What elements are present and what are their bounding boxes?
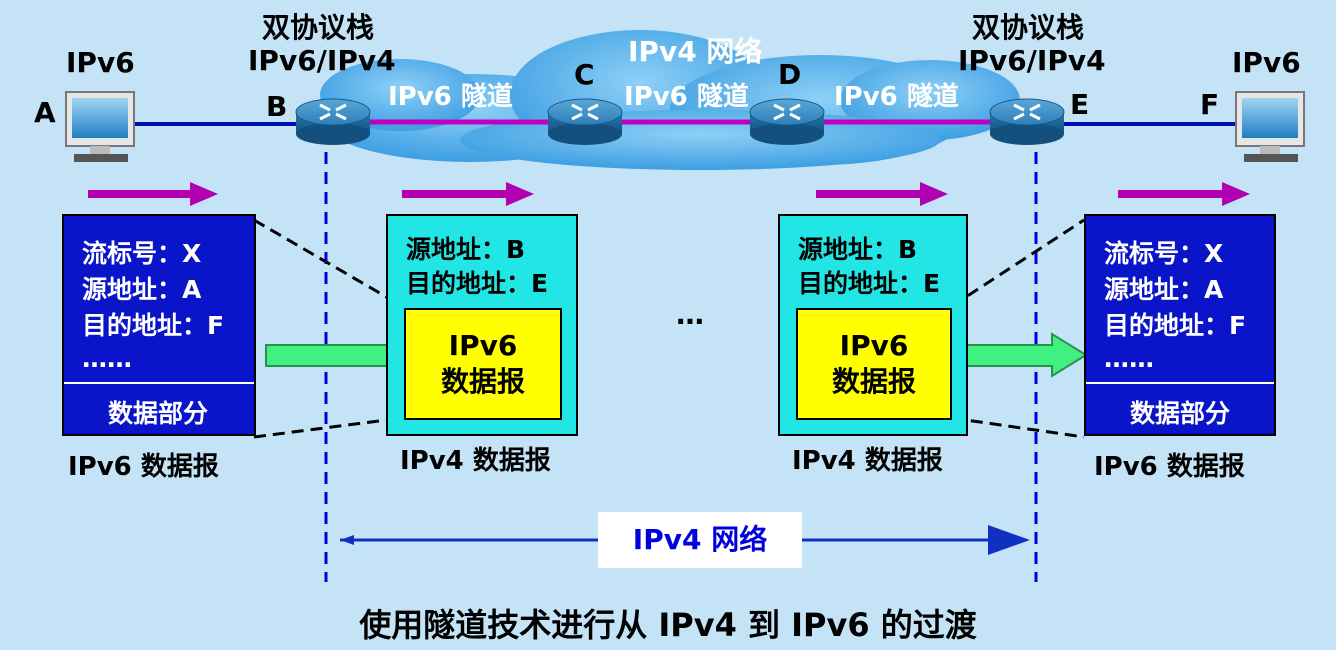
ipv4-right-payload: IPv6 数据报 <box>796 308 952 420</box>
router-icon <box>989 98 1065 145</box>
mapping-lines <box>253 218 1085 439</box>
ipv4-left-payload-line1: IPv6 <box>448 329 518 362</box>
ipv6-right-caption: IPv6 数据报 <box>1094 452 1245 482</box>
ipv4-cloud <box>320 30 1020 170</box>
router-e-subtitle: IPv6/IPv4 <box>958 44 1106 77</box>
host-right-type: IPv6 <box>1232 46 1301 79</box>
ipv6-datagram-right: 流标号：X 源地址：A 目的地址：F …… 数据部分 <box>1084 214 1276 436</box>
ipv4-left-caption: IPv4 数据报 <box>400 446 551 476</box>
ipv4-datagram-left: 源地址：B 目的地址：E IPv6 数据报 <box>386 214 578 436</box>
router-b-subtitle: IPv6/IPv4 <box>248 44 396 77</box>
router-b-title: 双协议栈 <box>262 11 375 44</box>
host-right-letter: F <box>1200 88 1220 121</box>
host-left-letter: A <box>34 96 56 129</box>
ipv4-datagram-right: 源地址：B 目的地址：E IPv6 数据报 <box>778 214 968 436</box>
ipv6-left-divider <box>64 382 254 384</box>
router-e-title: 双协议栈 <box>972 11 1085 44</box>
ipv6-right-flow-label: 流标号：X <box>1104 239 1224 268</box>
router-b-letter: B <box>266 90 288 123</box>
ipv6-left-data-part: 数据部分 <box>108 399 209 428</box>
ipv4-right-dst: 目的地址：E <box>798 269 941 298</box>
ipv6-right-src: 源地址：A <box>1104 275 1224 304</box>
tunnel-label-1: IPv6 隧道 <box>388 82 513 112</box>
footer-title: 使用隧道技术进行从 IPv4 到 IPv6 的过渡 <box>359 606 977 644</box>
ipv4-left-dst: 目的地址：E <box>406 269 549 298</box>
ipv6-left-caption: IPv6 数据报 <box>68 452 219 482</box>
host-left-type: IPv6 <box>66 46 135 79</box>
ipv4-right-src: 源地址：B <box>798 235 918 264</box>
router-icon <box>295 98 371 145</box>
ellipsis: … <box>676 298 704 331</box>
tunnel-label-3: IPv6 隧道 <box>834 82 959 112</box>
router-c-letter: C <box>574 58 595 91</box>
ipv4-right-payload-line2: 数据报 <box>831 365 916 398</box>
ipv4-left-payload-line2: 数据报 <box>440 365 525 398</box>
ipv6-right-dst: 目的地址：F <box>1104 311 1247 340</box>
ipv4-network-span-label: IPv4 网络 <box>598 512 802 568</box>
computer-icon <box>1235 91 1305 162</box>
ipv4-left-payload: IPv6 数据报 <box>404 308 562 420</box>
ipv6-left-src: 源地址：A <box>82 275 202 304</box>
ipv4-left-src: 源地址：B <box>406 235 526 264</box>
ipv6-datagram-left: 流标号：X 源地址：A 目的地址：F …… 数据部分 <box>62 214 256 436</box>
ipv6-left-more: …… <box>82 344 132 373</box>
ipv6-left-dst: 目的地址：F <box>82 311 225 340</box>
computer-icon <box>65 91 135 162</box>
ipv6-right-divider <box>1086 382 1274 384</box>
router-icon <box>749 98 825 145</box>
ipv6-right-more: …… <box>1104 344 1154 373</box>
router-d-letter: D <box>778 58 802 91</box>
tunnel-label-2: IPv6 隧道 <box>624 82 749 112</box>
ipv4-right-payload-line1: IPv6 <box>839 329 909 362</box>
ipv6-left-flow-label: 流标号：X <box>82 239 202 268</box>
router-e-letter: E <box>1070 88 1090 121</box>
flow-arrows <box>88 182 1250 206</box>
router-icon <box>547 98 623 145</box>
ipv4-right-caption: IPv4 数据报 <box>792 446 943 476</box>
cloud-title: IPv4 网络 <box>628 35 763 68</box>
ipv6-right-data-part: 数据部分 <box>1130 399 1231 428</box>
